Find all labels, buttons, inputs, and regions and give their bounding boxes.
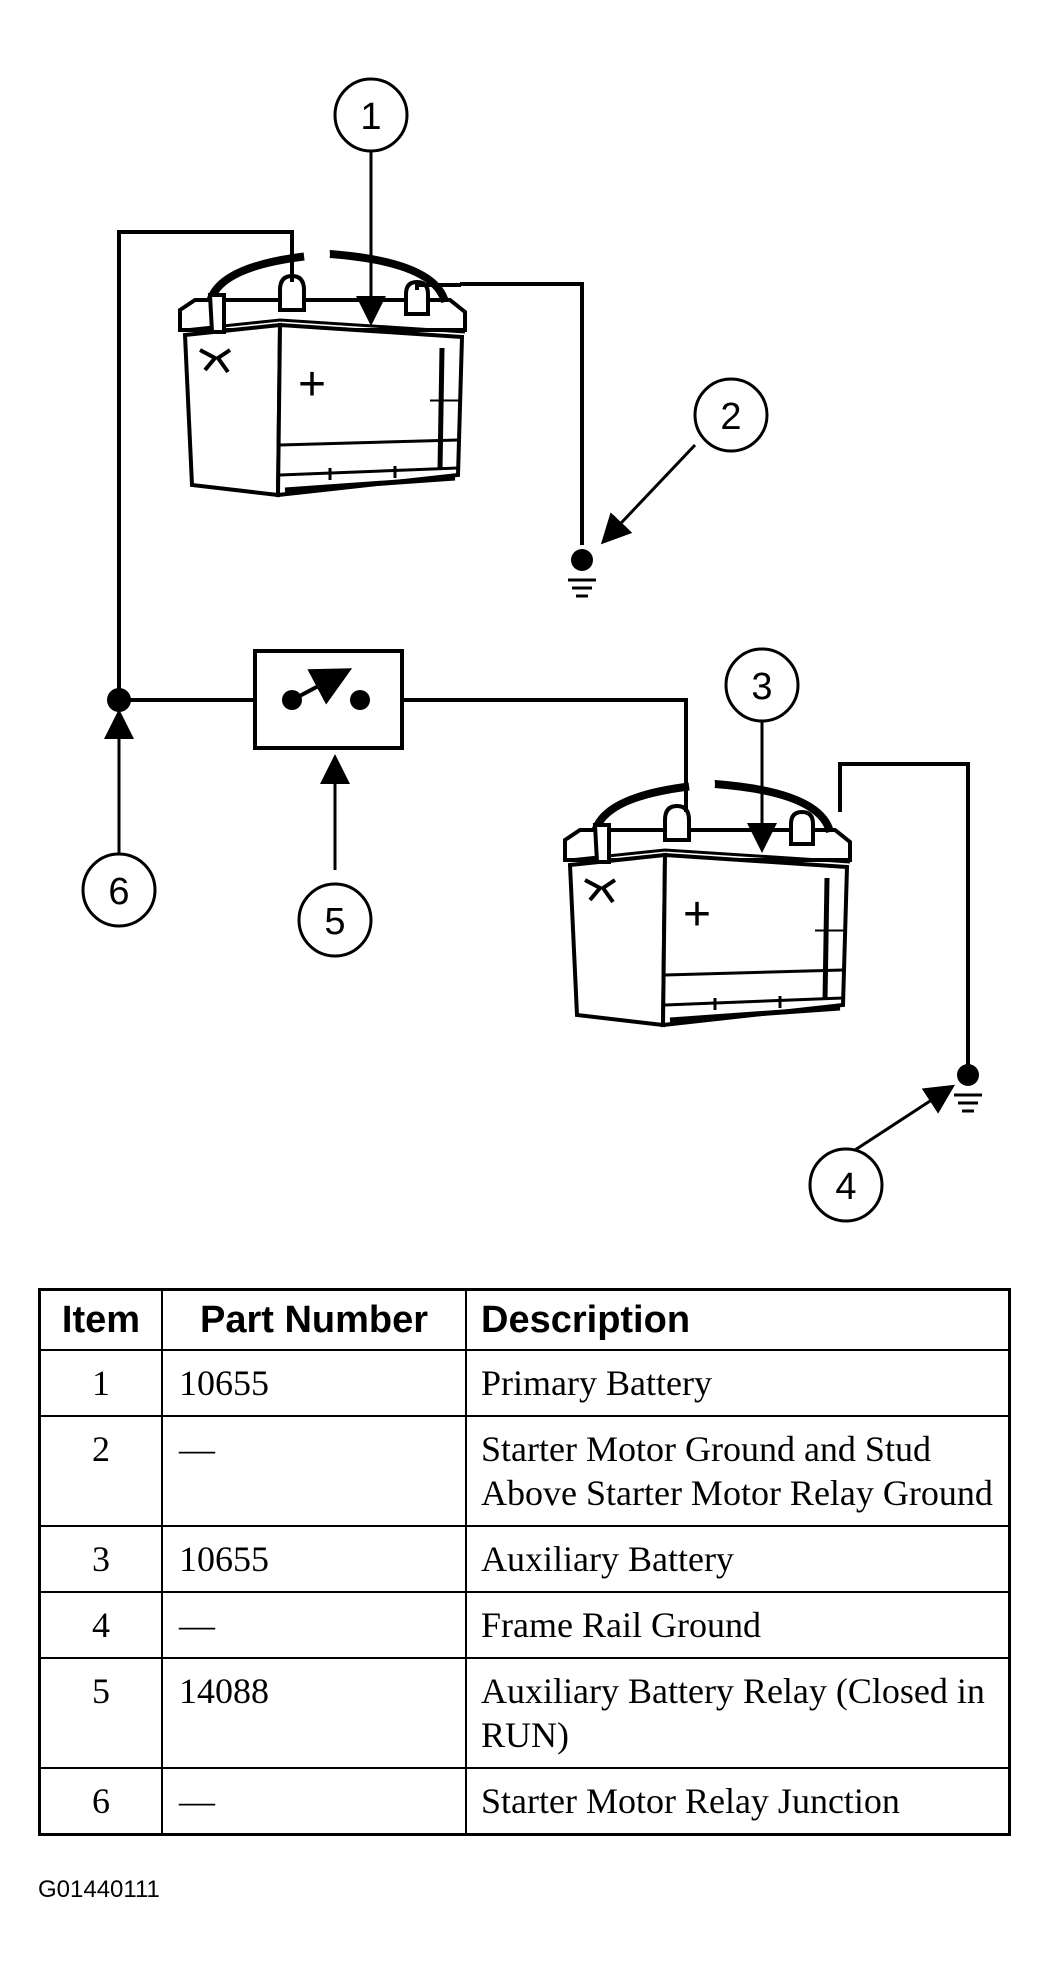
callout-5: 5 xyxy=(297,882,373,958)
callout-leaders xyxy=(104,150,956,1152)
svg-text:1: 1 xyxy=(360,96,381,138)
table-row: 3 10655 Auxiliary Battery xyxy=(38,1525,1011,1593)
table-row: 2 — Starter Motor Ground and Stud Above … xyxy=(38,1415,1011,1527)
ground-symbol xyxy=(952,1062,984,1113)
battery-positive-label: + xyxy=(298,358,326,411)
description-cell: Primary Battery xyxy=(465,1349,1011,1417)
item-cell: 2 xyxy=(38,1415,163,1527)
primary-battery: + — xyxy=(180,254,465,495)
auxiliary-battery: + — xyxy=(565,784,850,1025)
part-number-cell: 10655 xyxy=(161,1525,467,1593)
wires xyxy=(117,230,970,1072)
svg-text:5: 5 xyxy=(324,901,345,943)
callout-4: 4 xyxy=(808,1147,884,1223)
battery-positive-label: + xyxy=(683,888,711,941)
header-description: Description xyxy=(465,1288,1011,1351)
header-item: Item xyxy=(38,1288,163,1351)
figure-id: G01440111 xyxy=(38,1876,160,1903)
junction-dot xyxy=(107,688,131,712)
part-number-cell: 10655 xyxy=(161,1349,467,1417)
part-number-cell: — xyxy=(161,1415,467,1527)
callout-6: 6 xyxy=(81,852,157,928)
relay-switch xyxy=(253,649,404,750)
item-cell: 1 xyxy=(38,1349,163,1417)
table-row: 1 10655 Primary Battery xyxy=(38,1349,1011,1417)
callout-1: 1 xyxy=(333,77,409,153)
table-row: 5 14088 Auxiliary Battery Relay (Closed … xyxy=(38,1657,1011,1769)
description-cell: Auxiliary Battery Relay (Closed in RUN) xyxy=(465,1657,1011,1769)
part-number-cell: 14088 xyxy=(161,1657,467,1769)
description-cell: Auxiliary Battery xyxy=(465,1525,1011,1593)
svg-text:2: 2 xyxy=(720,396,741,438)
item-cell: 6 xyxy=(38,1767,163,1836)
description-cell: Starter Motor Ground and Stud Above Star… xyxy=(465,1415,1011,1527)
description-cell: Starter Motor Relay Junction xyxy=(465,1767,1011,1836)
callout-3: 3 xyxy=(724,647,800,723)
description-cell: Frame Rail Ground xyxy=(465,1591,1011,1659)
table-header-row: Item Part Number Description xyxy=(38,1288,1011,1351)
part-number-cell: — xyxy=(161,1767,467,1836)
header-part-number: Part Number xyxy=(161,1288,467,1351)
svg-text:3: 3 xyxy=(751,666,772,708)
ground-symbol xyxy=(566,547,598,598)
part-number-cell: — xyxy=(161,1591,467,1659)
parts-table: Item Part Number Description 1 10655 Pri… xyxy=(38,1288,1011,1836)
battery-negative-label: — xyxy=(430,382,460,415)
item-cell: 5 xyxy=(38,1657,163,1769)
wiring-diagram: + — + — xyxy=(81,77,984,1223)
svg-text:4: 4 xyxy=(835,1166,856,1208)
battery-negative-label: — xyxy=(815,912,845,945)
table-row: 4 — Frame Rail Ground xyxy=(38,1591,1011,1659)
item-cell: 3 xyxy=(38,1525,163,1593)
svg-text:6: 6 xyxy=(108,871,129,913)
item-cell: 4 xyxy=(38,1591,163,1659)
callout-2: 2 xyxy=(693,377,769,453)
table-row: 6 — Starter Motor Relay Junction xyxy=(38,1767,1011,1836)
